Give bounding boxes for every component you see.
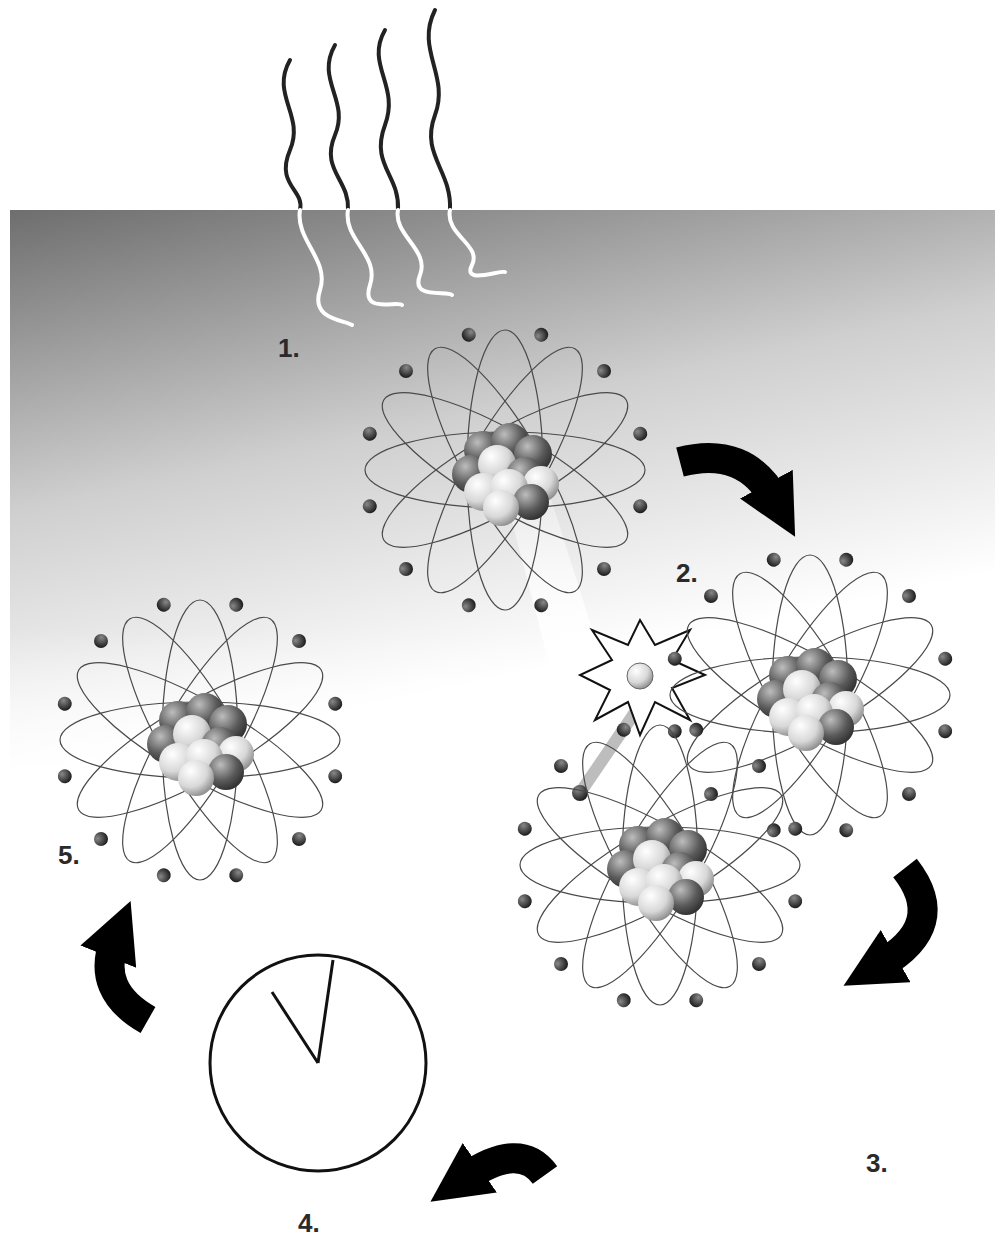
atom bbox=[516, 721, 804, 1009]
atom bbox=[666, 551, 954, 839]
callout-number: 2. bbox=[676, 560, 698, 586]
atom bbox=[361, 326, 649, 614]
cycle-arrow bbox=[110, 458, 923, 1178]
callout-number: 3. bbox=[866, 1150, 888, 1176]
radiation-waves bbox=[284, 10, 505, 325]
emission-beam bbox=[505, 480, 640, 800]
atom bbox=[56, 596, 344, 884]
callout-number: 5. bbox=[58, 842, 80, 868]
callout-number: 4. bbox=[298, 1210, 320, 1236]
callout-number: 1. bbox=[278, 335, 300, 361]
clock bbox=[210, 955, 426, 1171]
